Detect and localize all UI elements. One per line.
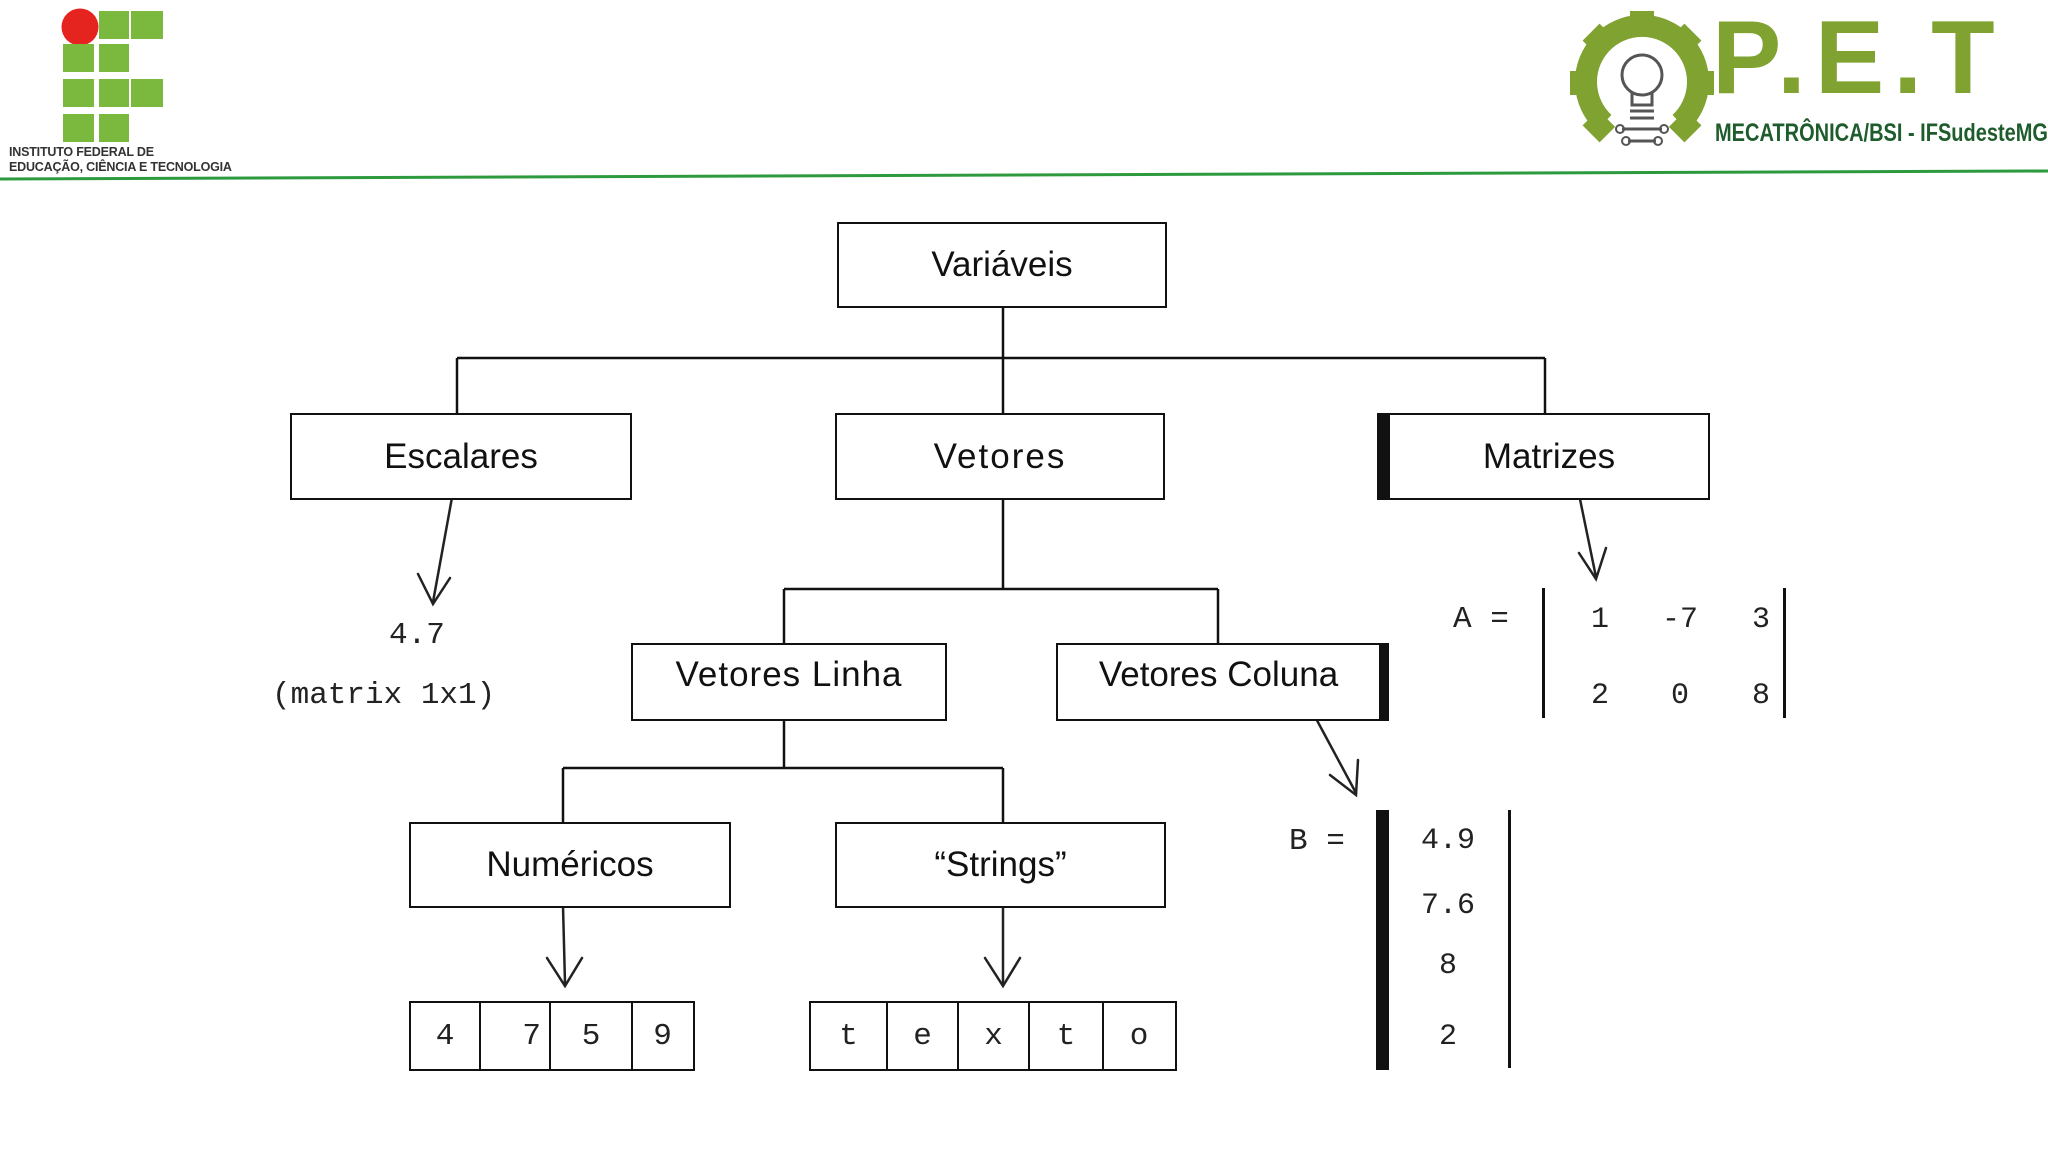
node-strings: “Strings” [835,822,1166,908]
institute-logo [61,8,163,142]
string-cell: t [811,1003,888,1069]
matrix-b-cell: 4.9 [1420,824,1475,858]
matrix-b-cell: 8 [1438,949,1457,983]
matrix-a-cell: 3 [1751,603,1770,637]
node-vetores-coluna: Vetores Coluna [1056,643,1389,721]
node-escalares: Escalares [290,413,632,500]
matrix-a-cell: 0 [1670,679,1689,713]
node-numericos: Numéricos [409,822,731,908]
node-numericos-label: Numéricos [486,845,654,884]
institute-caption-line1: INSTITUTO FEDERAL DE [9,145,154,159]
matrix-b-left-bar [1376,810,1389,1070]
node-matrizes-label: Matrizes [1482,436,1616,476]
numeric-vector: 4 7 5 9 [409,1001,695,1071]
matrix-a-cell: 2 [1590,679,1609,713]
node-matrizes: Matrizes [1377,413,1710,500]
scalar-note: (matrix 1x1) [272,678,496,713]
matrix-b-label: B = [1289,824,1345,859]
string-cell: o [1129,1018,1149,1054]
institute-caption-line2: EDUCAÇÃO, CIÊNCIA E TECNOLOGIA [9,160,232,174]
string-cell: x [959,1003,1030,1069]
node-vetores-linha: Vetores Linha [631,643,947,721]
scalar-value: 4.7 [389,618,445,653]
node-vetores-label: Vetores [933,436,1067,476]
pet-subtitle: MECATRÔNICA/BSI - IFSudesteMG [1715,119,2048,147]
node-strings-label: “Strings” [934,845,1067,884]
matrix-a-cell: 8 [1751,679,1770,713]
matrix-b-right-bar [1508,810,1511,1068]
matrix-a-label: A = [1453,602,1509,637]
string-cell: e [888,1003,959,1069]
node-escalares-label: Escalares [384,436,538,476]
matrix-a-right-bar [1783,588,1786,718]
numeric-cell: 4 [411,1003,481,1069]
node-variaveis: Variáveis [837,222,1167,308]
pet-title: P.E.T [1712,0,2004,116]
numeric-cell: 9 [653,1018,672,1054]
numeric-cell: 7 [481,1003,551,1069]
string-cell: t [1030,1003,1104,1069]
node-vetores: Vetores [835,413,1165,500]
header-divider [0,169,2048,181]
matrix-b-cell: 7.6 [1420,889,1475,923]
numeric-cell: 5 [551,1003,633,1069]
node-vetores-linha-label: Vetores Linha [675,655,903,694]
node-vetores-coluna-label: Vetores Coluna [1098,655,1339,694]
node-variaveis-label: Variáveis [931,245,1073,284]
string-vector: t e x t o [809,1001,1177,1071]
matrix-b-cell: 2 [1438,1020,1457,1054]
pet-gear-logo [1570,11,1714,146]
matrix-a-left-bar [1542,588,1545,718]
matrix-a-cell: -7 [1661,603,1698,637]
matrix-a-cell: 1 [1590,603,1609,637]
